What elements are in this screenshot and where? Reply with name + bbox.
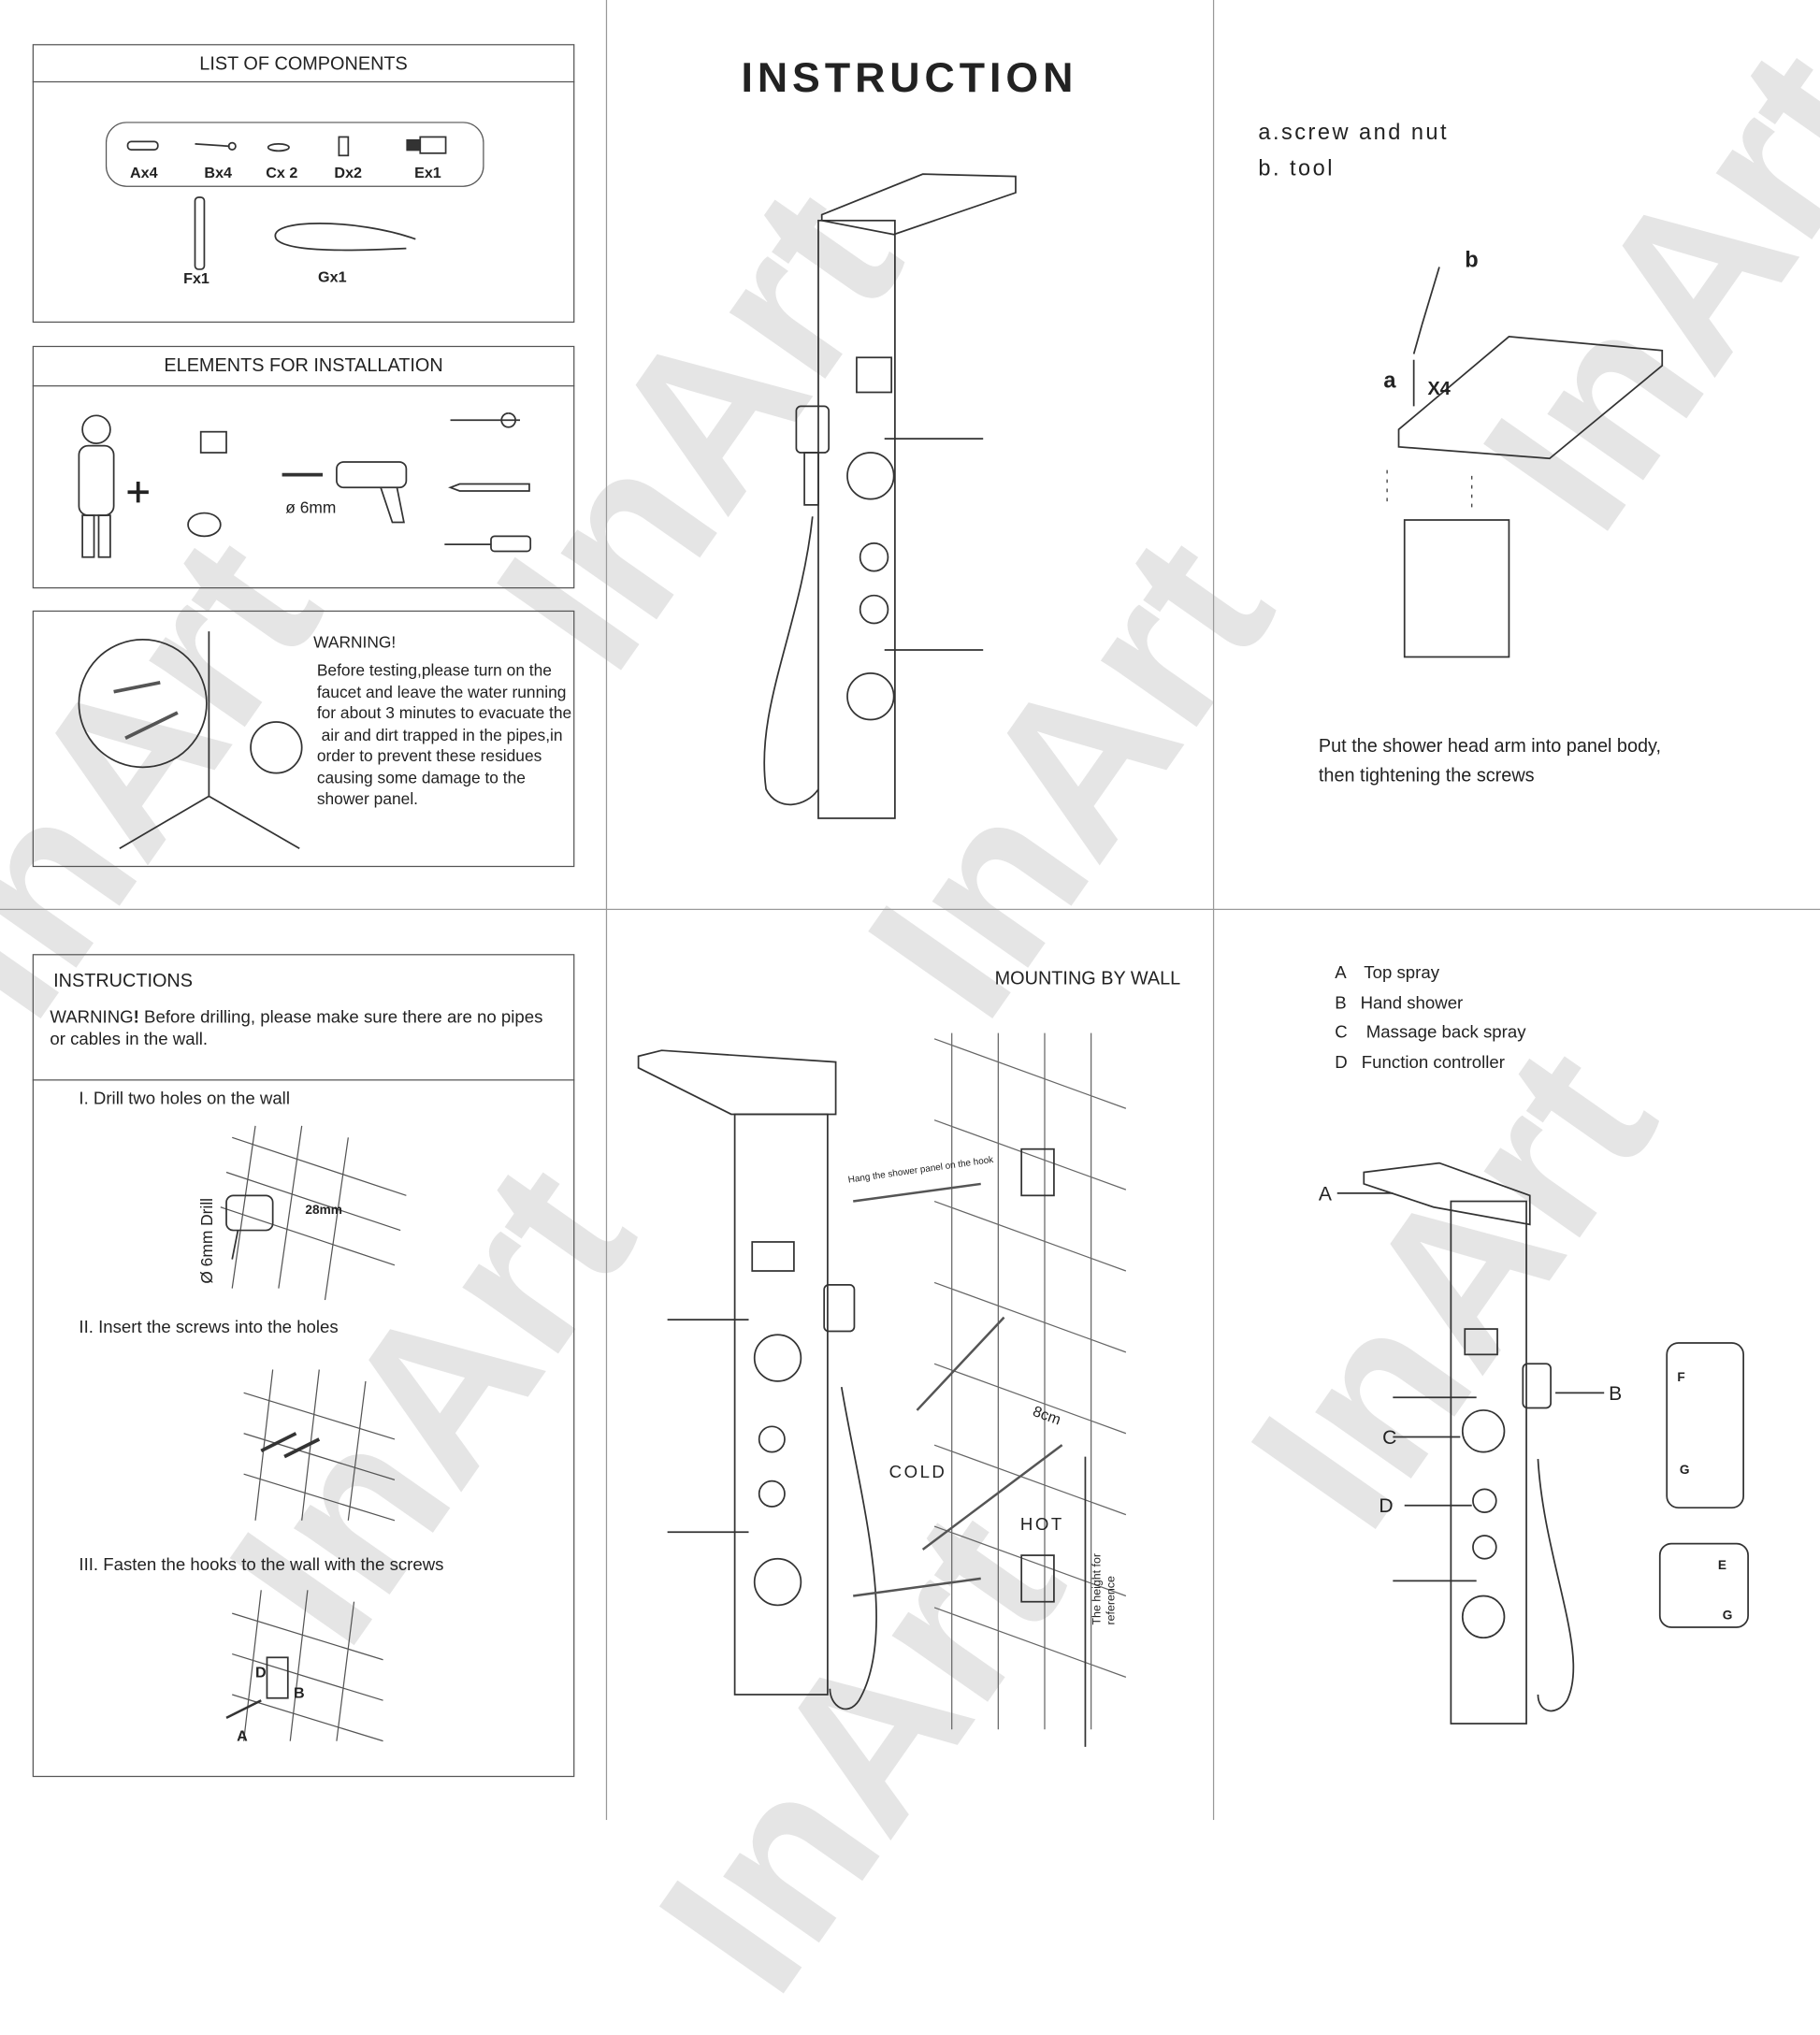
drill-size: ø 6mm	[285, 498, 337, 517]
legend-key: D	[1335, 1052, 1348, 1073]
hooks-drawing	[225, 1590, 383, 1742]
legend-key: C	[1335, 1022, 1348, 1043]
instructions-box	[32, 954, 575, 1778]
legend-item: D Function controller	[1335, 1047, 1525, 1077]
legend-label: Function controller	[1361, 1052, 1505, 1073]
callout-a: A	[237, 1726, 248, 1745]
head-caption: Put the shower head arm into panel body,…	[1319, 732, 1661, 790]
components-drawing	[126, 136, 447, 270]
legend-key: B	[1335, 992, 1347, 1013]
shower-panel-drawing	[763, 173, 1017, 819]
warning-line: Before testing,please turn on the	[316, 660, 552, 680]
tool-callout: b	[1465, 248, 1479, 273]
legend-label: Top spray	[1364, 963, 1440, 984]
component-label: Ax4	[130, 163, 158, 181]
warning-line: faucet and leave the water running	[316, 682, 567, 701]
screws-drawing	[243, 1369, 396, 1522]
panel-divider	[0, 908, 1820, 911]
component-label: Cx 2	[266, 163, 298, 181]
pipes-drawing	[78, 631, 303, 849]
cold-label: COLD	[888, 1462, 947, 1482]
spacing-label: 28mm	[305, 1204, 342, 1218]
legend-label: Massage back spray	[1365, 1022, 1526, 1043]
component-label: Bx4	[204, 163, 233, 181]
warning-line: or cables in the wall.	[50, 1029, 209, 1049]
warning-box	[32, 610, 575, 868]
divider	[32, 385, 575, 387]
components-title: LIST OF COMPONENTS	[199, 54, 408, 75]
warning-line: causing some damage to the	[316, 767, 526, 787]
step-b-label: b. tool	[1258, 156, 1335, 181]
legend-item: B Hand shower	[1335, 989, 1525, 1018]
divider	[32, 1079, 575, 1081]
height-note-line: The height for	[1091, 1552, 1105, 1625]
elements-box	[32, 345, 575, 589]
legend-key: A	[1335, 963, 1347, 984]
component-label: Ex1	[414, 163, 441, 181]
quantity-label: X4	[1427, 379, 1451, 399]
mounting-title: MOUNTING BY WALL	[994, 969, 1181, 989]
caption-line: then tightening the screws	[1318, 766, 1535, 787]
parts-legend: A Top spray B Hand shower C Massage back sp…	[1335, 959, 1525, 1077]
component-label: Fx1	[183, 268, 209, 287]
detail-label-e: E	[1717, 1558, 1726, 1573]
legend-label: Hand shower	[1360, 992, 1464, 1013]
component-label: Dx2	[334, 163, 363, 181]
elements-title: ELEMENTS FOR INSTALLATION	[164, 356, 443, 377]
hot-label: HOT	[1019, 1514, 1064, 1535]
panel-divider	[605, 0, 608, 1821]
parts-pill	[105, 122, 484, 187]
parts-diagram	[1336, 1162, 1749, 1725]
components-box	[32, 44, 575, 324]
instruction-title: INSTRUCTION	[741, 53, 1078, 101]
detail-label-f: F	[1677, 1370, 1685, 1385]
step-3: III. Fasten the hooks to the wall with t…	[79, 1555, 444, 1576]
mounting-drawing	[637, 1032, 1127, 1747]
warning-text: Before testing,please turn on the faucet…	[317, 659, 571, 810]
warning-line: for about 3 minutes to evacuate the	[316, 703, 572, 722]
instructions-title: INSTRUCTIONS	[53, 971, 194, 991]
divider	[32, 80, 575, 83]
component-label: Gx1	[318, 267, 347, 286]
detail-label-g: G	[1679, 1464, 1690, 1478]
drill-wall-drawing	[220, 1125, 407, 1301]
warning-line: shower panel.	[316, 788, 419, 808]
callout-b: B	[293, 1683, 305, 1702]
height-note-line: reference	[1105, 1576, 1119, 1625]
drill-label: Ø 6mm Drill	[196, 1197, 216, 1284]
step-a-label: a.screw and nut	[1258, 121, 1450, 146]
panel-divider	[1212, 0, 1215, 1821]
step-1: I. Drill two holes on the wall	[79, 1089, 290, 1109]
height-note: The height for reference	[1091, 1553, 1119, 1625]
step-2: II. Insert the screws into the holes	[79, 1317, 339, 1337]
detail-label-g: G	[1722, 1609, 1733, 1624]
legend-item: A Top spray	[1335, 959, 1525, 989]
warning-title: WARNING!	[313, 632, 397, 652]
callout-c: C	[1382, 1426, 1397, 1449]
warning-label: WARNING	[50, 1007, 134, 1028]
callout-d: D	[255, 1663, 267, 1681]
warning-line: Before drilling, please make sure there …	[144, 1007, 543, 1028]
legend-item: C Massage back spray	[1335, 1018, 1525, 1047]
tools-drawing	[78, 411, 532, 558]
warning-line: order to prevent these residues	[316, 746, 542, 765]
warning-line: air and dirt trapped in the pipes,in	[316, 725, 563, 743]
callout-b: B	[1609, 1382, 1623, 1405]
caption-line: Put the shower head arm into panel body,	[1318, 737, 1662, 758]
callout-a: A	[1318, 1182, 1332, 1205]
screw-callout: a	[1383, 368, 1396, 394]
warning-mark: !	[133, 1007, 139, 1028]
drill-warning: WARNING! Before drilling, please make su…	[50, 1007, 542, 1027]
head-assembly-drawing	[1386, 267, 1664, 658]
callout-d: D	[1379, 1494, 1394, 1518]
